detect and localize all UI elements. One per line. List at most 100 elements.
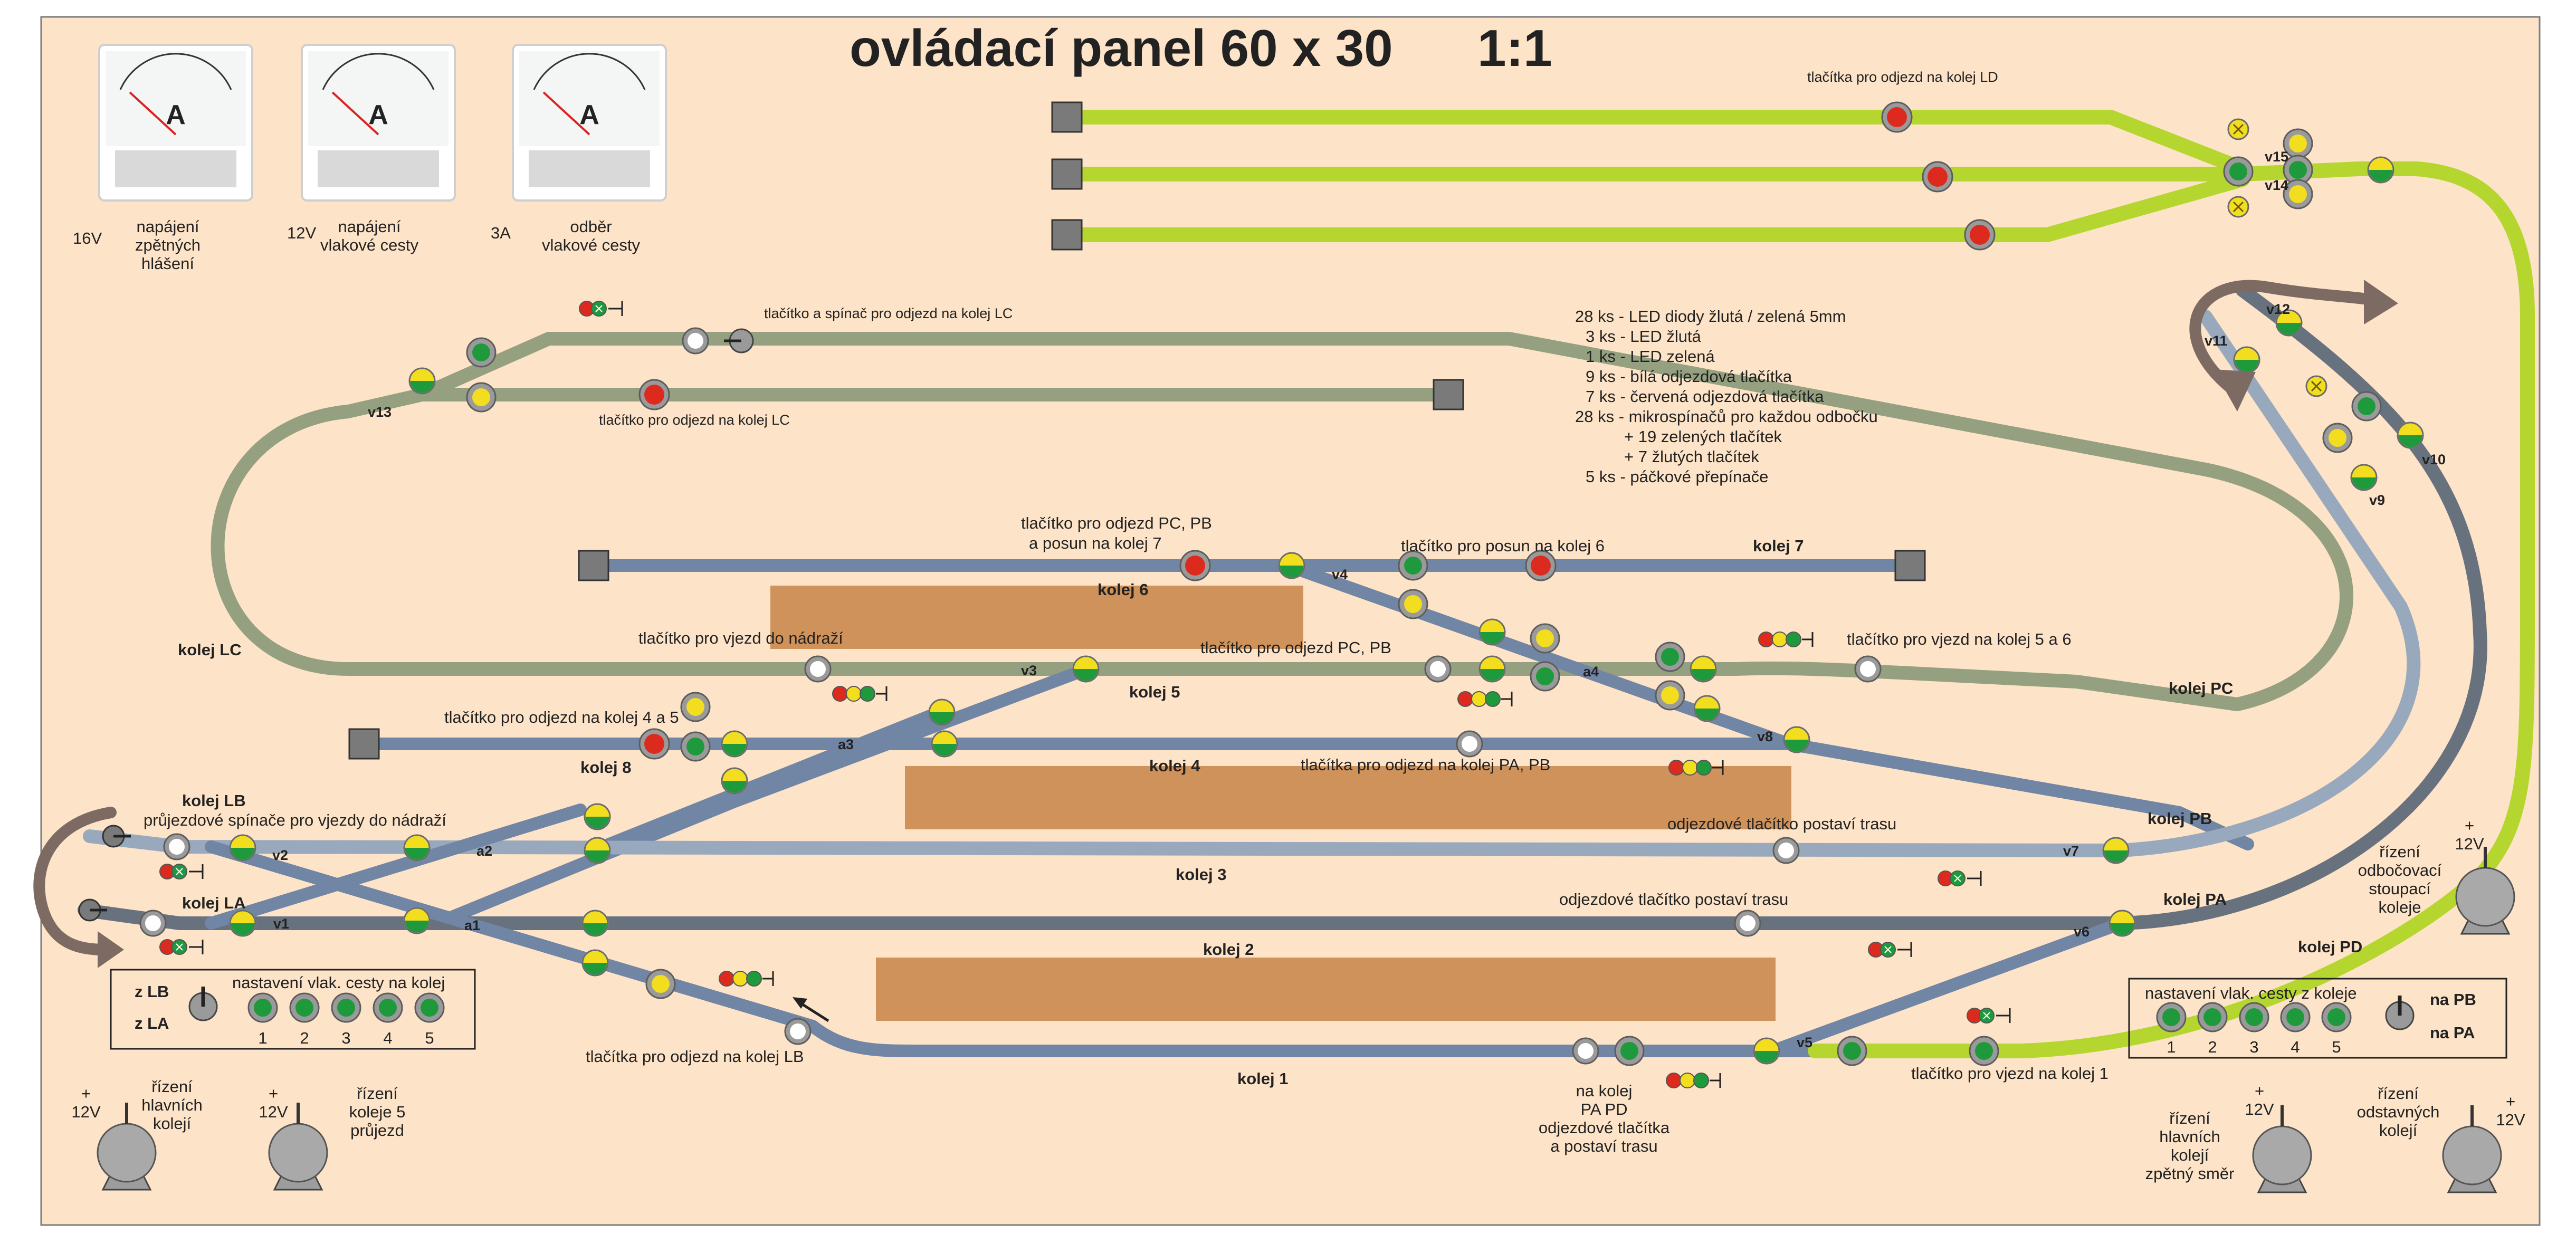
led-v5 <box>1753 1037 1780 1065</box>
white-button-vjezd-nadrazi[interactable] <box>804 655 832 683</box>
turnout-v9: v9 <box>2369 492 2385 508</box>
green-button-kolej-8[interactable] <box>680 731 711 762</box>
meter-2-caption: napájení <box>338 217 401 236</box>
red-button-ld-3[interactable] <box>1964 219 1996 251</box>
track-kolej-5-link <box>437 663 1093 927</box>
label-kolej-7: kolej 7 <box>1753 537 1804 555</box>
yellow-button-lb[interactable] <box>645 969 676 999</box>
right-box-label-pb: na PB <box>2430 990 2476 1009</box>
toggle-switch-lb[interactable] <box>102 825 131 848</box>
toggle-switch-left-box[interactable] <box>188 987 218 1021</box>
track-crossover-lb-kolej1 <box>205 840 1874 1057</box>
yellow-button-v9[interactable] <box>2322 423 2353 453</box>
led-kolej-2 <box>581 910 609 937</box>
white-button-odjezd-pb[interactable] <box>1772 837 1800 864</box>
svg-text:5: 5 <box>425 1029 434 1047</box>
green-button-vjezd-pc[interactable] <box>1655 642 1685 672</box>
yellow-led-v14-bottom <box>2227 196 2249 218</box>
svg-text:A: A <box>166 100 186 130</box>
platform-3-4 <box>905 766 1791 829</box>
red-button-ld-1[interactable] <box>1881 101 1913 133</box>
meter-2: A <box>301 44 456 202</box>
led-v6 <box>2108 910 2136 937</box>
red-button-posun-6[interactable] <box>1525 550 1557 581</box>
route-box-right: nastavení vlak. cesty z koleje 1 2 3 4 5… <box>2128 978 2507 1059</box>
knob-1-voltage: 12V <box>71 1103 100 1121</box>
toggle-switch-lc[interactable] <box>724 328 754 353</box>
annotation-lc-button: tlačítko pro odjezd na kolej LC <box>599 412 790 428</box>
white-button-odjezd-lb[interactable] <box>784 1018 812 1045</box>
white-button-lc[interactable] <box>682 327 709 355</box>
right-box-label-pa: na PA <box>2430 1023 2475 1042</box>
svg-text:hlavních: hlavních <box>2159 1127 2220 1146</box>
led-a1 <box>403 907 431 934</box>
left-box-button-1[interactable] <box>247 992 278 1023</box>
scale-label: 1:1 <box>1477 19 1552 77</box>
left-box-button-2[interactable] <box>289 992 320 1023</box>
led-v9 <box>2350 464 2378 491</box>
svg-text:odbočovací: odbočovací <box>2358 861 2442 879</box>
svg-text:stoupací: stoupací <box>2369 879 2431 898</box>
right-box-button-3[interactable] <box>2239 1002 2269 1032</box>
turnout-a2: a2 <box>476 843 492 859</box>
track-kolej-6-diagonal <box>1281 559 2254 850</box>
white-button-odjezd-pa-pb[interactable] <box>1456 730 1483 758</box>
right-box-button-5[interactable] <box>2321 1002 2352 1032</box>
right-box-button-1[interactable] <box>2156 1002 2187 1032</box>
label-kolej-lb: kolej LB <box>182 791 246 810</box>
led-v10 <box>2397 422 2424 449</box>
yellow-button-odjezd-4-5[interactable] <box>680 692 711 722</box>
buffer-stop-kolej-8 <box>348 728 380 760</box>
green-button-vjezd-1[interactable] <box>1969 1036 1999 1066</box>
led-v8 <box>1783 726 1810 753</box>
yellow-button-a4[interactable] <box>1530 623 1560 654</box>
right-box-button-4[interactable] <box>2280 1002 2311 1032</box>
red-button-kolej-8[interactable] <box>638 728 670 760</box>
parts-legend: 28 ks - LED diody žlutá / zelená 5mm 3 k… <box>1575 307 1878 486</box>
white-button-prujezd-lb[interactable] <box>163 833 190 860</box>
toggle-switch-right-box[interactable] <box>2385 996 2415 1030</box>
annotation-odjezd-pa-pb: tlačítka pro odjezd na kolej PA, PB <box>1301 755 1550 774</box>
left-box-button-5[interactable] <box>414 992 445 1023</box>
yellow-button-v13-bottom[interactable] <box>466 382 497 413</box>
white-button-vjezd-5-6[interactable] <box>1854 655 1882 683</box>
svg-text:2: 2 <box>300 1029 309 1047</box>
green-button-kolej-6[interactable] <box>1398 550 1428 581</box>
red-button-ld-2[interactable] <box>1922 161 1953 193</box>
left-box-button-4[interactable] <box>373 992 403 1023</box>
turnout-v4: v4 <box>1332 567 1348 582</box>
green-button-v10[interactable] <box>2351 391 2382 422</box>
annotation-pc-pb-2: a posun na kolej 7 <box>1029 534 1162 552</box>
annotation-vjezd-5-6: tlačítko pro vjezd na kolej 5 a 6 <box>1847 630 2072 648</box>
label-kolej-pa: kolej PA <box>2163 890 2227 908</box>
left-box-button-3[interactable] <box>331 992 361 1023</box>
green-button-kolej-1-v5[interactable] <box>1837 1036 1867 1066</box>
red-button-lc[interactable] <box>638 379 670 410</box>
svg-text:A: A <box>579 100 599 130</box>
red-button-kolej-7[interactable] <box>1179 550 1211 581</box>
right-box-button-2[interactable] <box>2197 1002 2228 1032</box>
white-button-kolej-1-pa[interactable] <box>1572 1037 1599 1065</box>
white-button-odjezd-pc-pb[interactable] <box>1424 655 1452 683</box>
yellow-button-v8[interactable] <box>1655 680 1685 711</box>
white-button-odjezd-pa[interactable] <box>1734 910 1761 937</box>
green-button-a4[interactable] <box>1530 661 1560 692</box>
turnout-v3: v3 <box>1021 663 1037 678</box>
svg-text:3: 3 <box>2249 1038 2258 1056</box>
led-kolej-5-upper <box>928 699 956 726</box>
green-button-v13-top[interactable] <box>466 337 497 368</box>
yellow-button-v4[interactable] <box>1398 589 1428 619</box>
led-v2 <box>229 834 256 862</box>
annotation-lc-switch: tlačítko a spínač pro odjezd na kolej LC <box>764 305 1013 321</box>
knob-2-voltage: 12V <box>259 1103 288 1121</box>
svg-text:a postaví trasu: a postaví trasu <box>1550 1137 1657 1155</box>
green-button-kolej-1-pd[interactable] <box>1614 1036 1645 1066</box>
svg-text:5: 5 <box>2332 1038 2341 1056</box>
white-button-prujezd-la[interactable] <box>139 910 167 937</box>
toggle-switch-la[interactable] <box>78 898 107 922</box>
knob-3-plus: + <box>2255 1082 2264 1100</box>
green-button-v15-left[interactable] <box>2223 156 2254 187</box>
knob-4-caption: řízení <box>2378 1084 2419 1103</box>
svg-text:kolejí: kolejí <box>153 1114 192 1133</box>
